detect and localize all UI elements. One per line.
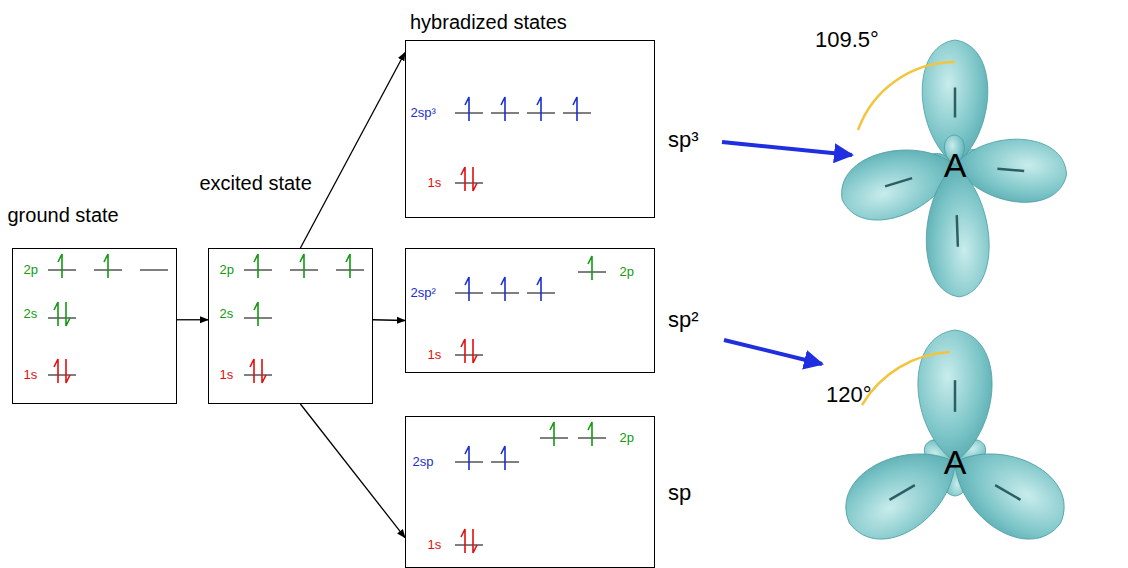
electron-spin	[550, 422, 554, 446]
transition-arrow	[300, 404, 405, 538]
electron-spin	[588, 256, 592, 280]
electron-spin	[58, 254, 62, 278]
energy-level	[244, 375, 272, 376]
electron-spin	[537, 277, 541, 301]
orbital-label: 1s	[428, 347, 442, 363]
orbital-label: 2s	[220, 306, 234, 322]
orbital-label: 2s	[24, 306, 38, 322]
electron-spin	[54, 302, 58, 326]
electron-spin	[465, 277, 469, 301]
electron-spin	[346, 254, 350, 278]
energy-level	[48, 375, 76, 376]
orbital-label: 2p	[24, 262, 38, 278]
electron-spin	[54, 359, 58, 383]
transition-arrow	[177, 319, 208, 320]
pointer-arrow	[724, 340, 822, 364]
orbital-box: 2sp³ 1s	[405, 40, 655, 218]
electron-spin	[254, 254, 258, 278]
electron-spin	[66, 359, 70, 383]
orbital-label: 1s	[220, 367, 234, 383]
energy-level	[455, 355, 483, 356]
transition-arrow	[373, 319, 405, 321]
electron-spin	[501, 277, 505, 301]
angle-arc	[862, 352, 950, 405]
electron-spin	[465, 446, 469, 470]
atom-label: A	[944, 442, 967, 483]
electron-spin	[461, 167, 465, 191]
state-heading: ground state	[8, 203, 119, 227]
angle-label: 109.5°	[815, 27, 879, 53]
orbital-label: 2p	[620, 264, 634, 280]
energy-level	[455, 545, 483, 546]
angle-label: 120°	[826, 382, 872, 408]
electron-spin	[461, 529, 465, 553]
electron-spin	[537, 97, 541, 121]
electron-spin	[573, 97, 577, 121]
electron-spin	[588, 422, 592, 446]
orbital-label: 1s	[24, 367, 38, 383]
electron-spin	[465, 97, 469, 121]
state-heading: excited state	[200, 171, 312, 195]
orbital-lobe	[924, 164, 991, 298]
transition-arrow	[300, 52, 405, 248]
electron-spin	[300, 254, 304, 278]
orbital-label: 2p	[220, 262, 234, 278]
electron-spin	[473, 339, 477, 363]
section-heading: hybradized states	[410, 10, 567, 34]
orbital-label: 1s	[428, 175, 442, 191]
orbital-label: 1s	[428, 537, 442, 553]
electron-spin	[461, 339, 465, 363]
hybrid-label: sp²	[668, 307, 699, 333]
hybrid-label: sp³	[668, 127, 699, 153]
orbital-label: 2sp	[413, 454, 434, 470]
pointer-arrow	[722, 142, 852, 155]
orbital-box: excited state2p2s1s	[208, 248, 373, 404]
electron-spin	[501, 97, 505, 121]
orbital-label: 2sp³	[411, 105, 436, 121]
hybrid-label: sp	[668, 480, 691, 506]
orbital-lobe	[936, 430, 1079, 555]
electron-spin	[262, 359, 266, 383]
electron-spin	[254, 302, 258, 326]
orbital-label: 2p	[620, 430, 634, 446]
energy-level	[140, 270, 168, 271]
orbital-box: ground state2p2s1s	[12, 248, 177, 404]
orbital-box: 2sp 2p 1s	[405, 416, 655, 568]
electron-spin	[250, 359, 254, 383]
electron-spin	[473, 167, 477, 191]
orbital-lobe	[831, 430, 974, 555]
electron-spin	[473, 529, 477, 553]
orbital-label: 2sp²	[411, 285, 436, 301]
angle-arc	[858, 62, 955, 130]
electron-spin	[501, 446, 505, 470]
orbital-box: 2sp² 2p 1s	[405, 248, 655, 373]
electron-spin	[104, 254, 108, 278]
energy-level	[455, 183, 483, 184]
energy-level	[48, 318, 76, 319]
atom-label: A	[944, 145, 967, 186]
orbital-lobe	[918, 330, 992, 462]
electron-spin	[66, 302, 70, 326]
